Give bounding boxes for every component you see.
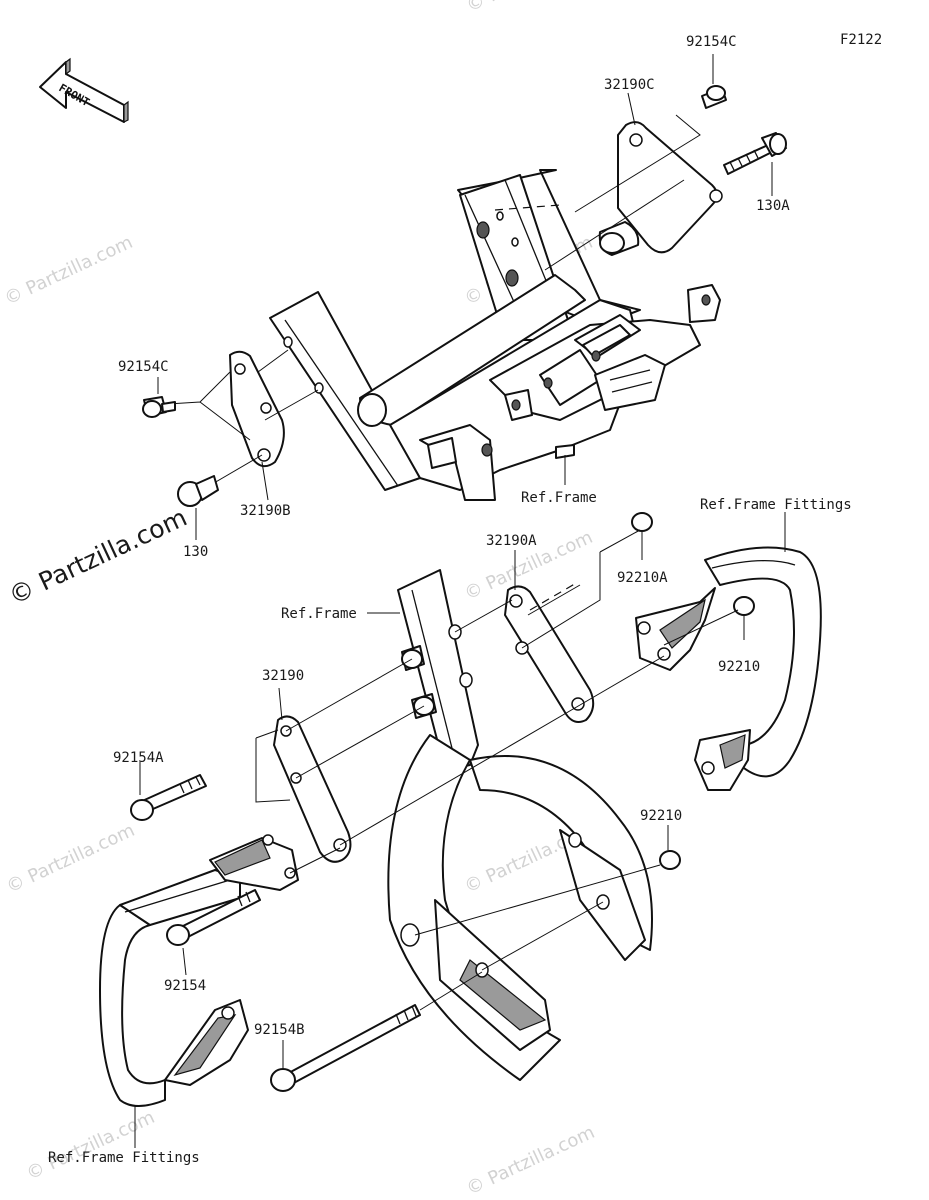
bracket-32190A (504, 585, 595, 723)
bracket-32190 (273, 715, 352, 863)
bolt-92154A (130, 774, 207, 821)
part-label-32190: 32190 (262, 668, 304, 684)
part-label-92210A: 92210A (617, 570, 668, 586)
bracket-32190B (229, 350, 285, 468)
part-label-32190B: 32190B (240, 503, 291, 519)
nut-92210-right (733, 596, 755, 616)
bolt-130A (723, 132, 787, 175)
watermark: © Partzilla.com (23, 1107, 158, 1185)
lower-frame (387, 569, 653, 1081)
part-label-92154: 92154 (164, 978, 206, 994)
nut-92210-lower (659, 850, 681, 870)
frame-fitting-left (99, 834, 299, 1107)
part-label-32190A: 32190A (486, 533, 537, 549)
part-label-130A: 130A (756, 198, 790, 214)
part-label-32190C: 32190C (604, 77, 655, 93)
bracket-32190C (598, 121, 723, 256)
bolt-130 (177, 475, 219, 507)
front-arrow-icon: FRONT (39, 57, 129, 123)
watermark-large: © Partzilla.com (4, 503, 191, 611)
part-label-92154C: 92154C (118, 359, 169, 375)
ref-frame-fittings-label: Ref.Frame Fittings (48, 1150, 200, 1166)
watermark: © Partzilla.com (463, 1122, 598, 1200)
part-label-92210: 92210 (718, 659, 760, 675)
upper-frame (269, 169, 721, 501)
ref-frame-label: Ref.Frame (281, 606, 357, 622)
part-label-92154A: 92154A (113, 750, 164, 766)
bolt-92154B (270, 1004, 421, 1092)
part-label-92210: 92210 (640, 808, 682, 824)
figure-code: F2122 (840, 32, 882, 48)
watermark: © Partzilla.com (463, 0, 598, 17)
part-label-92154C: 92154C (686, 34, 737, 50)
watermark: © Partzilla.com (1, 232, 136, 310)
bolt-92154C-top (701, 85, 727, 109)
bolt-92154 (166, 889, 261, 946)
part-label-92154B: 92154B (254, 1022, 305, 1038)
ref-frame-fittings-label: Ref.Frame Fittings (700, 497, 852, 513)
nut-92210A (631, 512, 653, 532)
ref-frame-label: Ref.Frame (521, 490, 597, 506)
part-label-130: 130 (183, 544, 208, 560)
watermark: © Partzilla.com (3, 820, 138, 898)
frame-fitting-right (635, 546, 822, 791)
bolt-92154C-left (142, 396, 176, 418)
